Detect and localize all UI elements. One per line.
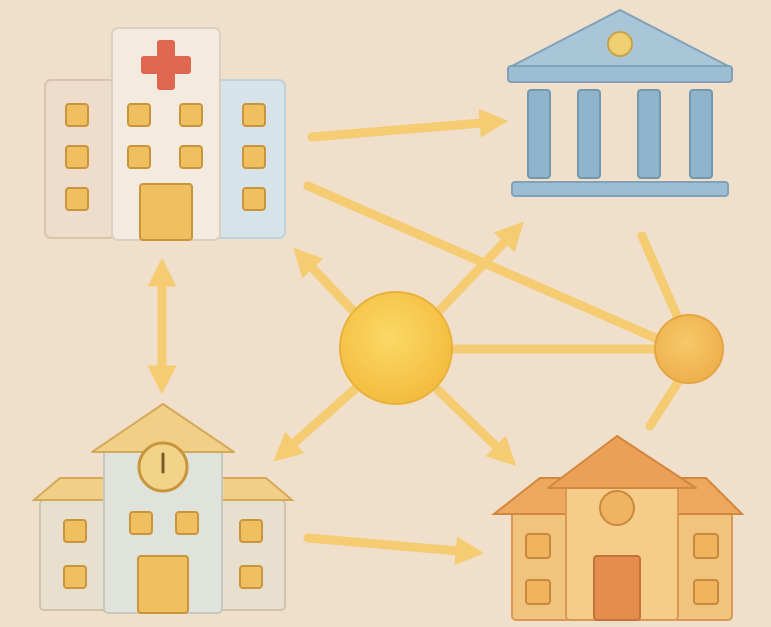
government-building-icon <box>507 9 733 197</box>
medical-cross-icon <box>141 40 191 90</box>
edge-relay-house <box>645 377 683 431</box>
connectors <box>147 108 683 566</box>
edge-hub-house <box>433 385 517 467</box>
edge-school-house <box>303 533 485 566</box>
hospital-icon <box>44 27 286 241</box>
clock-icon <box>137 441 189 493</box>
edge-hub-hospital <box>293 247 361 319</box>
hub-circle <box>339 291 453 405</box>
edge-hospital-government <box>307 108 509 142</box>
edge-hub-school <box>273 383 361 462</box>
edge-hub-government <box>435 221 524 315</box>
relay-circle <box>654 314 724 384</box>
school-icon <box>31 403 295 614</box>
house-icon <box>491 435 745 621</box>
edge-relay-government <box>637 231 683 323</box>
